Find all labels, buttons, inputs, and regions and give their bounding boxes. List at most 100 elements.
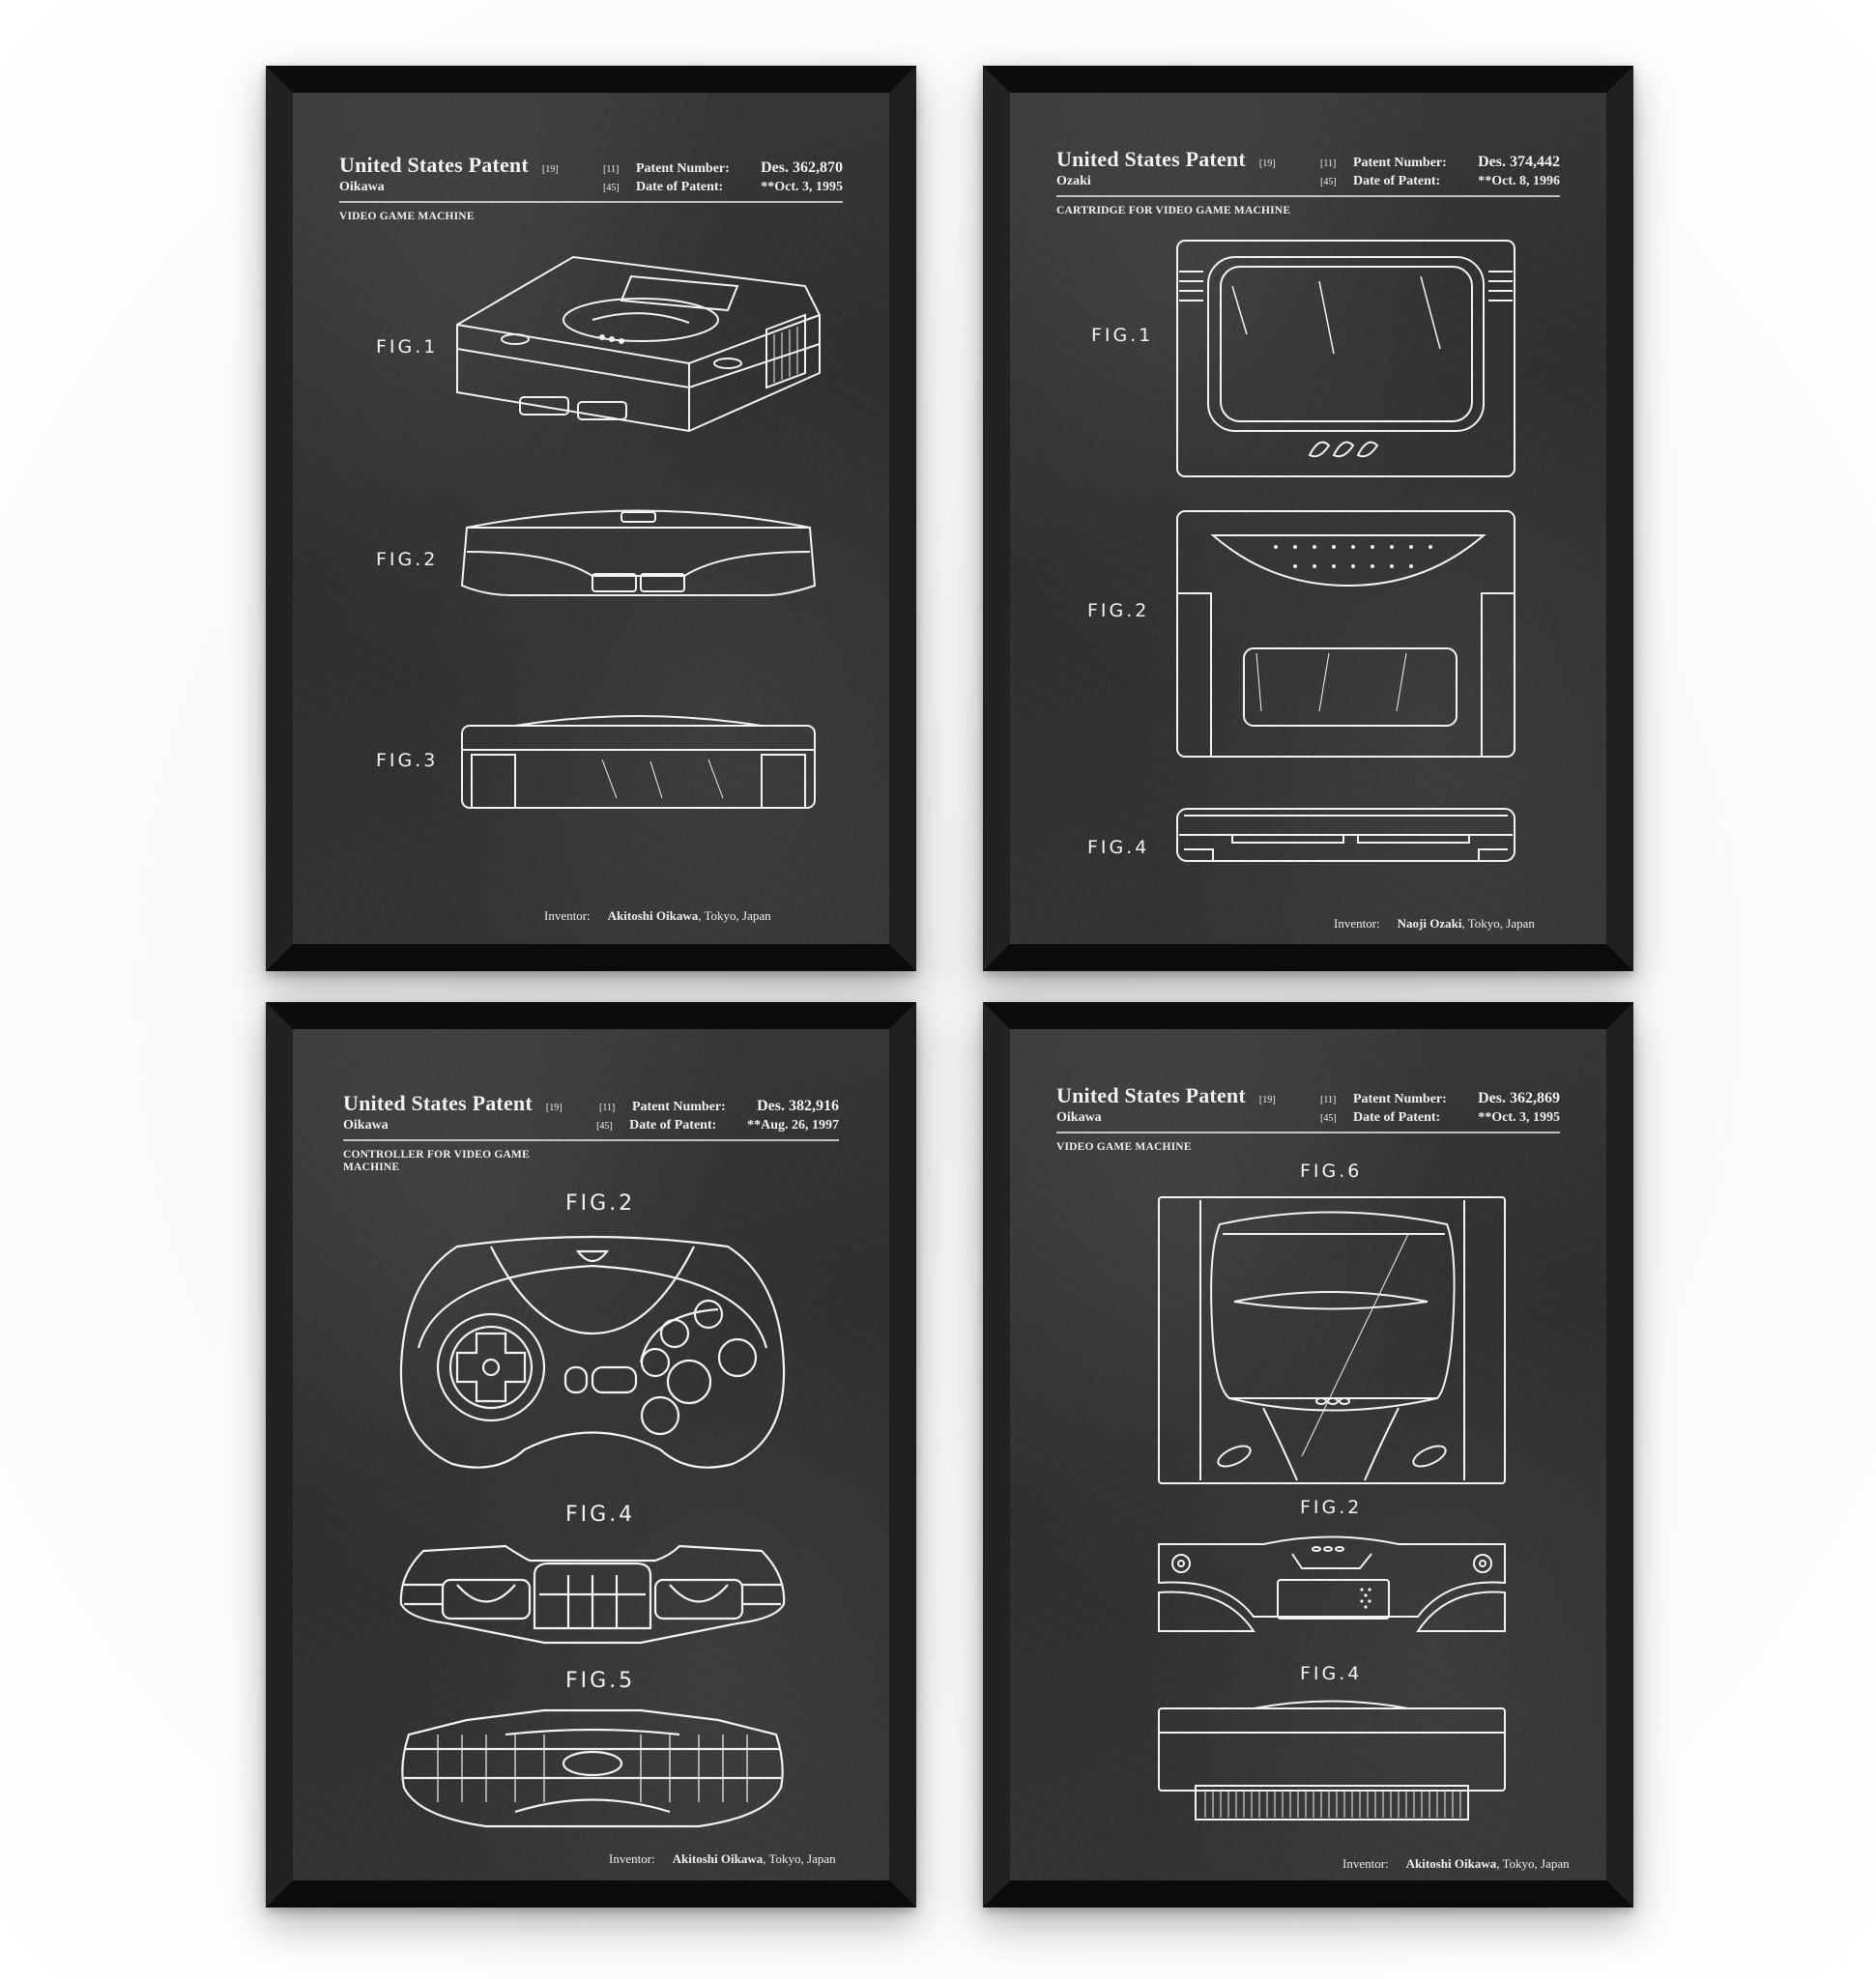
- patent-subject: VIDEO GAME MACHINE: [1056, 1141, 1192, 1153]
- chalkboard-poster: United States Patent [19] [11] Patent Numb…: [293, 1029, 889, 1880]
- date-code: [45]: [1320, 177, 1337, 187]
- patent-title: United States Patent: [1056, 1083, 1246, 1107]
- assignee-name: Oikawa: [343, 1118, 389, 1133]
- inventor-name: Naoji Ozaki: [1397, 916, 1462, 931]
- patent-number-label: Patent Number:: [1353, 1092, 1447, 1106]
- patent-title: United States Patent: [343, 1091, 533, 1115]
- patent-title: United States Patent: [1056, 147, 1246, 171]
- number-code: [11]: [599, 1103, 616, 1113]
- patent-number-value: Des. 362,869: [1478, 1090, 1560, 1106]
- poster-frame-cartridge: United States Patent [19] [11] Patent Numb…: [983, 66, 1633, 971]
- date-value: **Oct. 3, 1995: [761, 180, 843, 194]
- header-divider: [1056, 195, 1560, 197]
- inventor-line: Inventor: Akitoshi Oikawa, Tokyo, Japan: [609, 1851, 836, 1867]
- chalkboard-poster: United States Patent [19] [11] Patent Numb…: [1010, 93, 1606, 944]
- figure-label: FIG.6: [1300, 1161, 1363, 1182]
- patent-subject: CARTRIDGE FOR VIDEO GAME MACHINE: [1056, 205, 1291, 216]
- figure-label: FIG.2: [376, 549, 439, 570]
- date-label: Date of Patent:: [1353, 174, 1441, 188]
- title-code: [19]: [541, 164, 559, 175]
- frame-bevel: [983, 66, 1633, 971]
- poster-frame-video-game-machine-2: United States Patent [19] [11] Patent Numb…: [983, 1002, 1633, 1907]
- inventor-location: , Tokyo, Japan: [763, 1851, 836, 1866]
- poster-frame-video-game-machine-1: United States Patent [19] [11] Patent Numb…: [266, 66, 916, 971]
- patent-number-value: Des. 382,916: [757, 1098, 839, 1114]
- date-value: **Oct. 3, 1995: [1478, 1110, 1560, 1125]
- number-code: [11]: [1320, 1095, 1337, 1105]
- chalkboard-poster: United States Patent [19] [11] Patent Numb…: [293, 93, 889, 944]
- inventor-name: Akitoshi Oikawa: [672, 1851, 764, 1866]
- figure-label: FIG.5: [565, 1669, 636, 1693]
- patent-header: United States Patent [19] [11] Patent Numb…: [1056, 147, 1560, 217]
- frame-bevel: [983, 1002, 1633, 1907]
- chalkboard-poster: United States Patent [19] [11] Patent Numb…: [1010, 1029, 1606, 1880]
- inventor-line: Inventor: Akitoshi Oikawa, Tokyo, Japan: [544, 908, 771, 924]
- cartridge-front-drawing: [1174, 238, 1517, 479]
- date-value: **Aug. 26, 1997: [747, 1118, 839, 1133]
- inventor-name: Akitoshi Oikawa: [1405, 1856, 1497, 1871]
- number-code: [11]: [603, 164, 620, 175]
- title-code: [19]: [1258, 1095, 1276, 1105]
- patent-subject: CONTROLLER FOR VIDEO GAME MACHINE: [343, 1149, 530, 1173]
- patent-number-label: Patent Number:: [632, 1100, 726, 1114]
- figure-label: FIG.4: [1087, 837, 1150, 858]
- header-divider: [1056, 1132, 1560, 1133]
- controller-front-drawing: [399, 1536, 786, 1657]
- patent-subject: VIDEO GAME MACHINE: [339, 211, 475, 222]
- console-rear-drawing: [1157, 1694, 1507, 1824]
- patent-number-label: Patent Number:: [1353, 156, 1447, 170]
- figure-label: FIG.2: [565, 1191, 636, 1216]
- console-front-drawing: [1157, 1530, 1507, 1638]
- inventor-label: Inventor:: [1334, 916, 1380, 931]
- console-top-drawing: [1157, 1195, 1507, 1485]
- date-code: [45]: [596, 1121, 613, 1132]
- patent-number-value: Des. 374,442: [1478, 154, 1560, 170]
- header-divider: [343, 1139, 839, 1141]
- patent-title: United States Patent: [339, 153, 529, 177]
- header-divider: [339, 201, 843, 203]
- frame-bevel: [266, 66, 916, 971]
- console-front-drawing: [457, 499, 820, 605]
- controller-top-drawing: [399, 1222, 786, 1474]
- inventor-location: , Tokyo, Japan: [698, 908, 771, 923]
- cartridge-edge-drawing: [1174, 806, 1517, 864]
- date-label: Date of Patent:: [636, 180, 724, 194]
- inventor-label: Inventor:: [609, 1851, 655, 1866]
- number-code: [11]: [1320, 158, 1337, 169]
- date-code: [45]: [603, 183, 620, 193]
- inventor-label: Inventor:: [1342, 1856, 1389, 1871]
- date-label: Date of Patent:: [629, 1118, 717, 1133]
- date-value: **Oct. 8, 1996: [1478, 174, 1560, 188]
- frame-bevel: [266, 1002, 916, 1907]
- date-code: [45]: [1320, 1113, 1337, 1124]
- patent-number-label: Patent Number:: [636, 161, 730, 176]
- date-label: Date of Patent:: [1353, 1110, 1441, 1125]
- inventor-location: , Tokyo, Japan: [1461, 916, 1535, 931]
- figure-label: FIG.2: [1300, 1497, 1363, 1518]
- figure-label: FIG.4: [1300, 1663, 1363, 1684]
- patent-number-value: Des. 362,870: [761, 159, 843, 176]
- inventor-location: , Tokyo, Japan: [1496, 1856, 1570, 1871]
- cartridge-back-drawing: [1174, 508, 1517, 760]
- figure-label: FIG.2: [1087, 600, 1150, 621]
- title-code: [19]: [1258, 158, 1276, 169]
- title-code: [19]: [545, 1103, 563, 1113]
- inventor-name: Akitoshi Oikawa: [607, 908, 699, 923]
- inventor-line: Inventor: Naoji Ozaki, Tokyo, Japan: [1334, 916, 1535, 932]
- figure-label: FIG.1: [376, 336, 439, 358]
- patent-header: United States Patent [19] [11] Patent Numb…: [339, 153, 843, 223]
- assignee-name: Oikawa: [1056, 1110, 1102, 1125]
- controller-back-drawing: [399, 1706, 786, 1831]
- assignee-name: Oikawa: [339, 180, 385, 194]
- console-side-drawing: [457, 702, 820, 813]
- console-isometric-drawing: [447, 247, 824, 441]
- figure-label: FIG.1: [1091, 325, 1154, 346]
- figure-label: FIG.3: [376, 750, 439, 771]
- assignee-name: Ozaki: [1056, 174, 1091, 188]
- inventor-line: Inventor: Akitoshi Oikawa, Tokyo, Japan: [1342, 1856, 1570, 1872]
- figure-label: FIG.4: [565, 1503, 636, 1527]
- inventor-label: Inventor:: [544, 908, 591, 923]
- patent-header: United States Patent [19] [11] Patent Numb…: [343, 1091, 839, 1174]
- patent-header: United States Patent [19] [11] Patent Numb…: [1056, 1083, 1560, 1154]
- poster-frame-controller: United States Patent [19] [11] Patent Numb…: [266, 1002, 916, 1907]
